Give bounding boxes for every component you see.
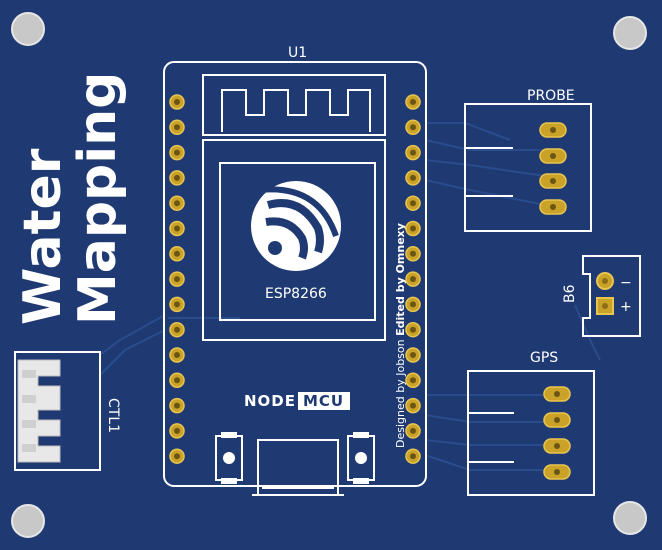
probe-label: PROBE (527, 88, 575, 104)
battery-plus-label: + (620, 299, 632, 315)
nodemcu-brand-node: NODE (244, 392, 296, 410)
mounting-hole-top-right (613, 16, 647, 50)
probe-pads (539, 122, 567, 215)
antenna-trace (221, 89, 371, 132)
header-pin (169, 170, 185, 186)
header-pin (169, 220, 185, 237)
designer-credit-bold: Edited by Omnexy (394, 223, 407, 336)
header-pin (405, 321, 421, 338)
chip-label: ESP8266 (265, 286, 327, 302)
header-pin (405, 347, 421, 363)
header-pin (169, 448, 185, 464)
antenna-area (202, 74, 386, 136)
rf-shield-inner (219, 162, 376, 321)
connector-pad (543, 412, 571, 428)
header-pin (405, 397, 421, 414)
module-designator: U1 (288, 45, 307, 61)
header-pin (405, 144, 421, 161)
designer-credit: Designed by Jobson Edited by Omnexy (394, 223, 407, 448)
header-pin (169, 94, 185, 110)
water-mapping-logo: Water Mapping (13, 72, 128, 325)
control-connector: CTL1 (14, 351, 121, 471)
battery-connector: B6 − + (562, 255, 641, 337)
gps-label: GPS (530, 350, 558, 366)
header-pin (169, 195, 185, 211)
header-pin (405, 94, 421, 110)
header-pin (169, 119, 185, 136)
header-pin (405, 119, 421, 136)
header-pin (405, 372, 421, 389)
battery-minus-label: − (620, 275, 632, 291)
connector-pad (539, 173, 567, 189)
module-outline (163, 61, 427, 487)
header-pin (169, 397, 185, 414)
probe-connector: PROBE (464, 88, 592, 232)
header-pin (169, 271, 185, 287)
connector-pad (543, 438, 571, 454)
header-pin (169, 321, 185, 338)
header-pin (405, 220, 421, 237)
connector-pad (543, 386, 571, 402)
header-pin (405, 170, 421, 186)
mounting-hole-top-left (11, 12, 45, 46)
nodemcu-module: U1 ESP8266 NODE MCU Designed by Jobson E… (163, 45, 427, 496)
header-pin (169, 372, 185, 389)
header-pin (405, 448, 421, 464)
header-pins-right (405, 94, 421, 464)
header-pin (405, 296, 421, 313)
nodemcu-brand-mcu: MCU (303, 392, 344, 410)
control-label: CTL1 (105, 398, 121, 433)
header-pin (169, 347, 185, 363)
header-pin (169, 296, 185, 313)
header-pin (405, 271, 421, 287)
reset-button-footprint (215, 432, 243, 484)
connector-pad (543, 464, 571, 480)
gps-pads (543, 386, 571, 480)
header-pin (169, 423, 185, 439)
mounting-holes (11, 12, 647, 538)
nodemcu-brand-box (298, 392, 350, 410)
header-pin (169, 144, 185, 161)
header-pin (405, 195, 421, 211)
connector-pad (539, 199, 567, 215)
designer-credit-plain: Designed by Jobson (394, 336, 407, 448)
header-pin (405, 246, 421, 262)
espressif-logo-icon (251, 181, 341, 271)
connector-pad (539, 122, 567, 138)
control-connector-shroud (17, 359, 61, 463)
connector-pad (539, 148, 567, 164)
gps-connector: GPS (467, 350, 595, 496)
header-pin (169, 246, 185, 262)
logo-line-water: Water (13, 148, 73, 325)
header-pin (405, 423, 421, 439)
logo-line-mapping: Mapping (68, 72, 128, 325)
battery-label: B6 (562, 284, 578, 303)
rf-shield-outer (202, 139, 386, 341)
usb-connector-outline (252, 439, 344, 496)
header-pins-left (169, 94, 185, 464)
mounting-hole-bottom-left (11, 504, 45, 538)
mounting-hole-bottom-right (613, 501, 647, 535)
flash-button-footprint (347, 432, 375, 484)
